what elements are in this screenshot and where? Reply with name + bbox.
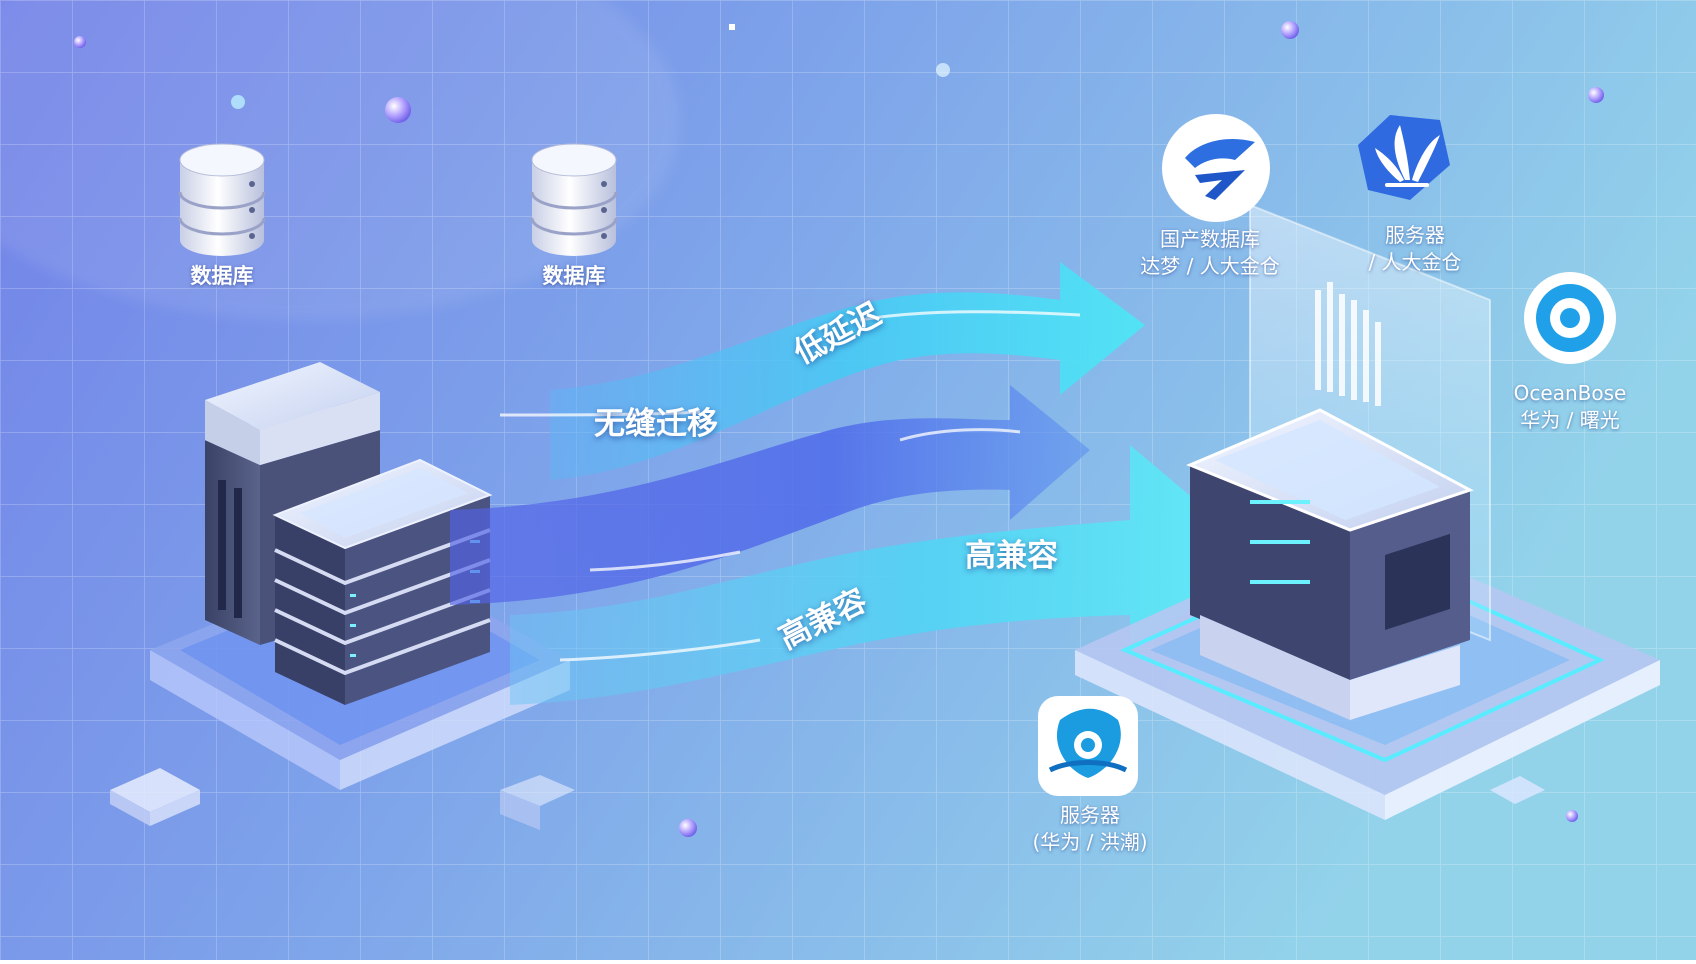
flow-label-compat-center: 高兼容 <box>965 538 1058 574</box>
server-bottom-label: 服务器 (华为 / 洪潮) <box>1010 802 1170 856</box>
dameng-logo-icon <box>1162 114 1270 222</box>
flow-streaks <box>499 310 1081 662</box>
dameng-label-line2: 达梦 / 人大金仓 <box>1140 254 1280 278</box>
target-server <box>1186 408 1474 720</box>
oceanbase-label: OceanBose 华为 / 曙光 <box>1490 380 1650 434</box>
dameng-label: 国产数据库 达梦 / 人大金仓 <box>1120 226 1300 280</box>
server-top-label: 服务器 / 人大金仓 <box>1340 222 1490 276</box>
inspur-logo-icon <box>1038 696 1138 796</box>
server-bottom-label-line2: (华为 / 洪潮) <box>1032 830 1148 854</box>
database-label-left: 数据库 <box>190 264 254 288</box>
decor-cubes <box>110 768 1545 830</box>
dameng-label-line1: 国产数据库 <box>1160 227 1260 251</box>
source-server-stack <box>272 458 493 705</box>
oceanbase-label-line1: OceanBose <box>1513 381 1627 405</box>
server-bottom-label-line1: 服务器 <box>1060 803 1120 827</box>
database-icon-left <box>178 143 266 256</box>
flow-label-migration: 无缝迁移 <box>594 406 718 442</box>
database-label-right: 数据库 <box>542 264 606 288</box>
arrow-high-compat-center <box>450 385 1090 605</box>
arrow-low-latency <box>550 262 1145 480</box>
database-icon-right <box>530 143 618 256</box>
kingbase-logo-icon <box>1358 115 1450 200</box>
server-top-label-line1: 服务器 <box>1385 223 1445 247</box>
oceanbase-logo-icon <box>1524 272 1616 364</box>
oceanbase-label-line2: 华为 / 曙光 <box>1520 408 1620 432</box>
arrow-high-compat-bottom <box>510 445 1260 705</box>
server-top-label-line2: / 人大金仓 <box>1368 250 1462 274</box>
